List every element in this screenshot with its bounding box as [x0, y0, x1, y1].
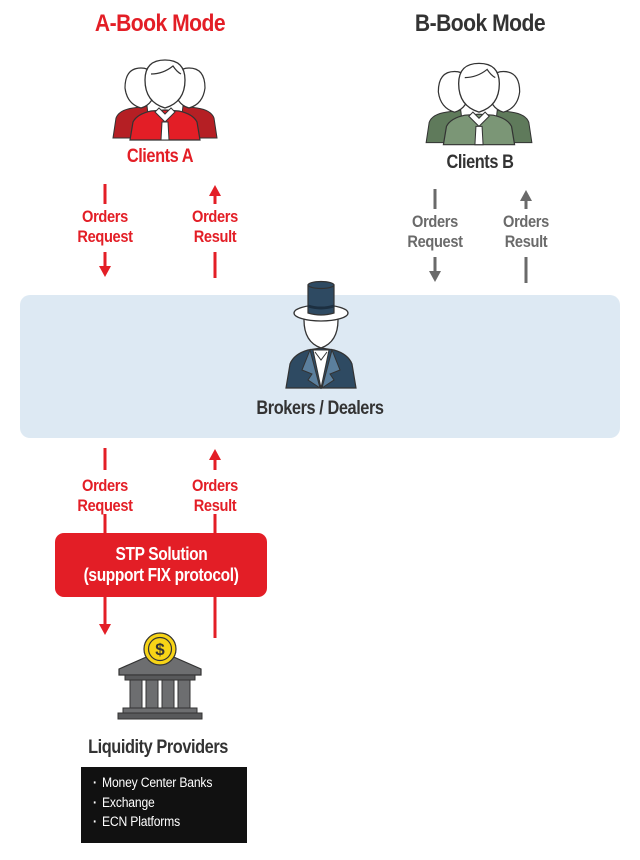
lower-result-line2: Result: [193, 496, 237, 515]
lp-item-exchange: Exchange: [93, 793, 232, 813]
a-request-line2: Request: [77, 227, 133, 246]
bank-coin-icon: $: [117, 632, 203, 720]
b-request-label: Orders Request: [392, 212, 478, 252]
a-result-label: Orders Result: [172, 207, 258, 247]
b-result-line2: Result: [504, 232, 548, 251]
a-request-arrow-down: [99, 184, 111, 277]
lower-request-label: Orders Request: [62, 476, 148, 516]
a-request-label: Orders Request: [62, 207, 148, 247]
clients-b-label: Clients B: [446, 152, 514, 173]
top-hat-dealer-icon: [285, 280, 357, 390]
stp-line1: STP Solution: [115, 544, 207, 564]
svg-text:$: $: [155, 640, 165, 659]
liquidity-providers-list: Money Center Banks Exchange ECN Platform…: [81, 767, 247, 843]
clients-a-icon: [112, 59, 218, 141]
a-request-line1: Orders: [82, 207, 128, 226]
lower-request-line1: Orders: [82, 476, 128, 495]
a-result-line1: Orders: [192, 207, 238, 226]
clients-a-label: Clients A: [126, 146, 194, 167]
b-request-arrow-down: [429, 189, 441, 282]
a-result-line2: Result: [193, 227, 237, 246]
liquidity-providers-label: Liquidity Providers: [88, 737, 228, 758]
b-result-line1: Orders: [503, 212, 549, 231]
b-request-line2: Request: [407, 232, 463, 251]
b-book-title: B-Book Mode: [414, 10, 546, 37]
lower-request-line2: Request: [77, 496, 133, 515]
b-result-arrow-up: [520, 190, 532, 283]
clients-b-icon: [425, 62, 533, 146]
a-book-title: A-Book Mode: [94, 10, 226, 37]
a-result-arrow-up: [209, 185, 221, 278]
brokers-dealers-label: Brokers / Dealers: [256, 398, 384, 419]
stp-solution-box: STP Solution (support FIX protocol): [55, 533, 267, 597]
lp-item-money-center-banks: Money Center Banks: [93, 773, 232, 793]
lower-result-label: Orders Result: [172, 476, 258, 516]
lp-item-ecn-platforms: ECN Platforms: [93, 812, 232, 832]
lower-result-line1: Orders: [192, 476, 238, 495]
b-request-line1: Orders: [412, 212, 458, 231]
b-result-label: Orders Result: [483, 212, 569, 252]
stp-line2: (support FIX protocol): [83, 565, 239, 585]
